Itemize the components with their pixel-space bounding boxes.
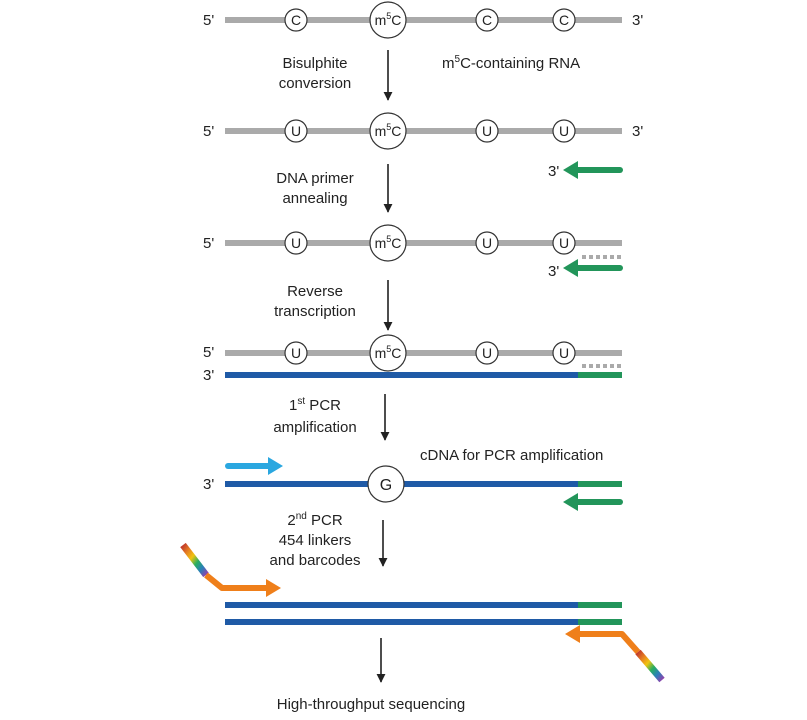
nucleotide-u: U: [284, 119, 308, 143]
primer-three-prime-label: 3': [548, 163, 559, 180]
svg-text:U: U: [559, 123, 569, 139]
step-label: amplification: [273, 419, 356, 436]
three-prime-label: 3': [632, 12, 643, 29]
svg-text:C: C: [559, 12, 569, 28]
nucleotide-g: G: [367, 465, 405, 503]
primer-three-prime-label: 3': [548, 263, 559, 280]
svg-text:U: U: [482, 345, 492, 361]
dna-primer: 3': [548, 161, 623, 180]
step-label: transcription: [274, 303, 356, 320]
cdna-caption: cDNA for PCR amplification: [420, 447, 603, 464]
step5-cdna: 3' G: [203, 465, 622, 503]
step3-annealed: 5' U m5C U U: [203, 224, 622, 262]
svg-text:U: U: [291, 345, 301, 361]
nucleotide-u: U: [475, 231, 499, 255]
step-label: Reverse: [287, 283, 343, 300]
nucleotide-u: U: [552, 341, 576, 365]
svg-text:U: U: [559, 345, 569, 361]
five-prime-label: 5': [203, 123, 214, 140]
nucleotide-u: U: [552, 231, 576, 255]
dna-primer-annealed: 3': [548, 259, 623, 280]
three-prime-label: 3': [632, 123, 643, 140]
rna-caption: m5C-containing RNA: [442, 54, 580, 72]
three-prime-label: 3': [203, 476, 214, 493]
svg-text:m5C: m5C: [375, 234, 402, 251]
step-label: 454 linkers: [279, 532, 352, 549]
nucleotide-m5c: m5C: [369, 1, 407, 39]
svg-text:U: U: [559, 235, 569, 251]
nucleotide-u: U: [284, 231, 308, 255]
nucleotide-c: C: [552, 8, 576, 32]
step-label: and barcodes: [270, 552, 361, 569]
nucleotide-u: U: [475, 341, 499, 365]
five-prime-label: 5': [203, 344, 214, 361]
svg-text:m5C: m5C: [375, 344, 402, 361]
step-label: 2nd PCR: [287, 511, 342, 529]
nucleotide-u: U: [284, 341, 308, 365]
three-prime-label: 3': [203, 367, 214, 384]
step-label: conversion: [279, 75, 352, 92]
barcode-segment: [180, 542, 209, 578]
step-label: DNA primer: [276, 170, 354, 187]
five-prime-label: 5': [203, 12, 214, 29]
step6-double-strand: [225, 602, 622, 625]
forward-primer: [225, 457, 283, 475]
svg-text:U: U: [482, 123, 492, 139]
step4-rna-cdna-hybrid: 5' 3' U m5C U U: [203, 334, 622, 384]
linker-barcode-forward: [180, 542, 281, 597]
svg-text:U: U: [291, 235, 301, 251]
nucleotide-u: U: [552, 119, 576, 143]
step-label: Bisulphite: [282, 55, 347, 72]
five-prime-label: 5': [203, 235, 214, 252]
svg-text:C: C: [291, 12, 301, 28]
svg-text:C: C: [482, 12, 492, 28]
step-label: 1st PCR: [289, 396, 341, 414]
reverse-primer: [563, 493, 623, 511]
svg-text:U: U: [482, 235, 492, 251]
barcode-segment: [635, 649, 665, 683]
nucleotide-m5c: m5C: [369, 112, 407, 150]
nucleotide-c: C: [475, 8, 499, 32]
nucleotide-u: U: [475, 119, 499, 143]
svg-text:m5C: m5C: [375, 122, 402, 139]
svg-text:G: G: [380, 477, 392, 494]
final-step-label: High-throughput sequencing: [277, 696, 465, 713]
svg-text:m5C: m5C: [375, 11, 402, 28]
step-label: annealing: [282, 190, 347, 207]
step2-converted-rna: 5' 3' U m5C U U: [203, 112, 643, 150]
svg-text:U: U: [291, 123, 301, 139]
step1-rna-strand: 5' 3' C m5C C C: [203, 1, 643, 39]
linker-barcode-reverse: [565, 625, 665, 683]
nucleotide-m5c: m5C: [369, 334, 407, 372]
nucleotide-m5c: m5C: [369, 224, 407, 262]
nucleotide-c: C: [284, 8, 308, 32]
